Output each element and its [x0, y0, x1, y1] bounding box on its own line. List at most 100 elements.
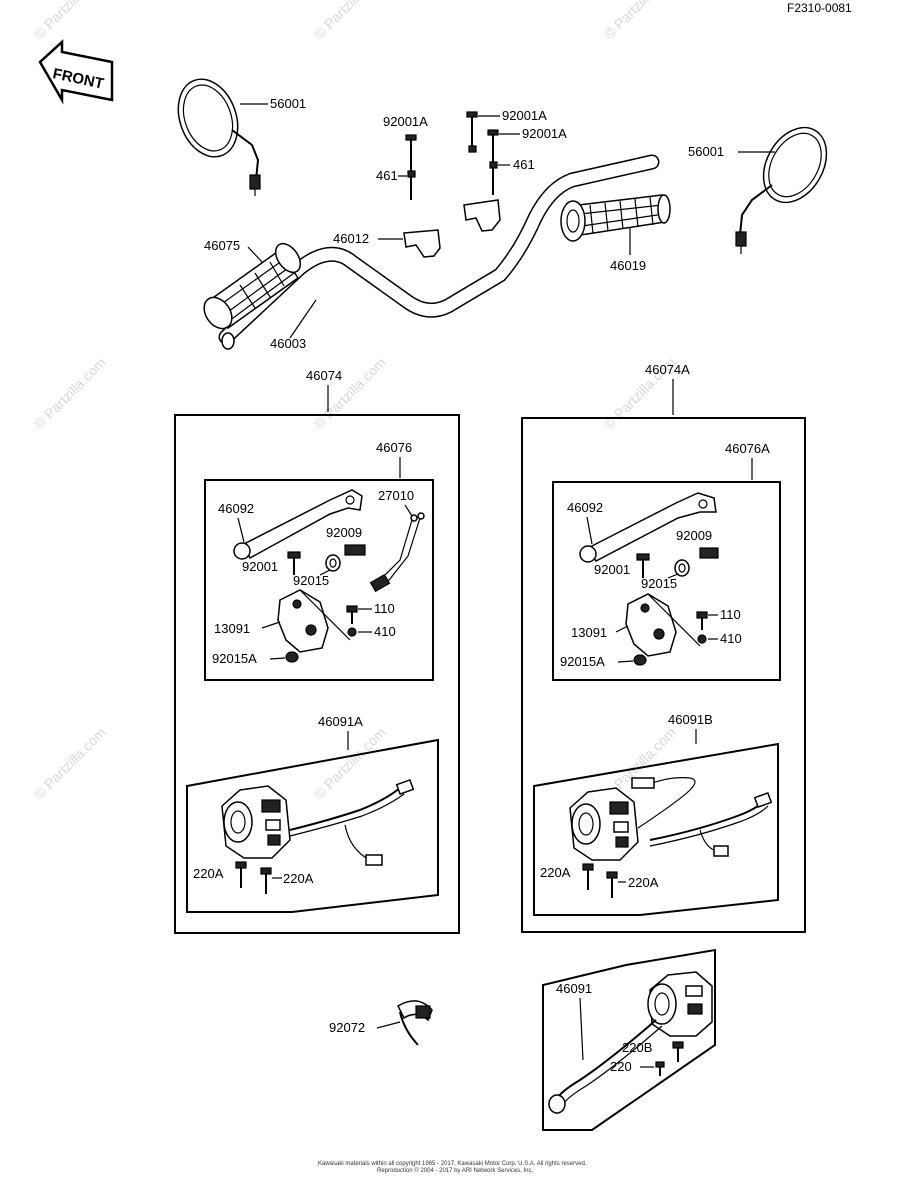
watermark-2: © Partzilla.com — [311, 354, 389, 432]
leader-92015A-left — [269, 657, 286, 660]
label-assy-left: 46074 — [306, 368, 342, 383]
bolt-right-a — [466, 111, 478, 153]
bolt-92001-right — [636, 553, 650, 578]
switch-right-box — [533, 742, 779, 916]
leader-switch-bottom — [579, 997, 584, 1061]
copyright-line-1: Kawasaki materials within all copyright … — [318, 1161, 587, 1167]
label-screw-220A-l1: 220A — [193, 866, 224, 881]
label-screw-110-right: 110 — [720, 607, 741, 622]
washer-92015A-right — [633, 654, 647, 666]
label-switch-right: 46091B — [668, 712, 713, 727]
screw-220A-l2 — [260, 867, 272, 894]
washer-92015-left — [325, 554, 341, 572]
nut-410-left — [347, 627, 357, 637]
label-lever-right: 46092 — [567, 500, 603, 515]
leader-handlebar — [289, 299, 317, 339]
label-switch-bottom: 46091 — [556, 981, 592, 996]
bracket-right — [625, 593, 701, 657]
label-screw-220: 220 — [610, 1059, 632, 1074]
screw-220 — [655, 1061, 665, 1076]
bracket-left — [277, 589, 351, 653]
switch-housing-left — [221, 778, 415, 866]
diagram-code: F2310-0081 — [787, 1, 852, 15]
label-lever-left: 46092 — [218, 501, 254, 516]
switch-bottom-box — [542, 948, 716, 1131]
label-mirror-left: 56001 — [270, 96, 306, 111]
label-switch-left: 46091A — [318, 714, 363, 729]
watermark-4: © Partzilla.com — [31, 724, 109, 802]
screw-110-right — [696, 611, 708, 630]
label-handlebar: 46003 — [270, 336, 306, 351]
leader-washer-92015-right — [667, 573, 679, 579]
front-arrow-icon: FRONT — [38, 39, 114, 105]
screw-110-left — [346, 605, 358, 624]
label-bolt-92001-left: 92001 — [242, 559, 278, 574]
watermark-7: © Partzilla.com — [31, 0, 109, 42]
screw-220A-r2 — [606, 871, 618, 898]
leader-bracket-right — [615, 625, 629, 633]
washer-92015A-left — [285, 651, 299, 663]
watermark-8: © Partzilla.com — [311, 0, 389, 42]
lever-assy-left-box — [204, 479, 434, 681]
label-washer-92015A-left: 92015A — [212, 651, 257, 666]
label-nut-410-right: 410 — [720, 631, 742, 646]
label-washer-92015A-right: 92015A — [560, 654, 605, 669]
holder-right — [463, 199, 501, 232]
assy-left-box — [174, 414, 460, 934]
grip-left — [203, 242, 302, 330]
holder-left — [403, 229, 441, 258]
label-lever-assy-left: 46076 — [376, 440, 412, 455]
watermark-1: © Partzilla.com — [31, 354, 109, 432]
leader-92015A-right — [617, 660, 634, 663]
switch-housing-right — [569, 777, 773, 861]
label-holder: 46012 — [333, 231, 369, 246]
label-grip-right: 46019 — [610, 258, 646, 273]
washer-92015-right-hole — [678, 563, 686, 573]
label-bolt-92009-right: 92009 — [676, 528, 712, 543]
bolt-right-b — [487, 129, 499, 195]
watermarks: © Partzilla.com © Partzilla.com © Partzi… — [31, 0, 679, 802]
leader-bracket-left — [261, 621, 281, 629]
label-washer-left: 461 — [376, 168, 398, 183]
label-washer-right: 461 — [513, 157, 535, 172]
switch-left-box — [186, 738, 439, 913]
label-screw-220A-r2: 220A — [628, 875, 659, 890]
label-bracket-left: 13091 — [214, 621, 250, 636]
leader-washer-92015-left — [319, 569, 331, 576]
switch-27010 — [369, 512, 425, 593]
label-washer-92015-right: 92015 — [641, 576, 677, 591]
washer-92015-left-hole — [329, 558, 337, 568]
label-grip-left: 46075 — [204, 238, 240, 253]
label-bolt-left: 92001A — [383, 114, 428, 129]
label-switch-27010: 27010 — [378, 488, 414, 503]
lever-right — [579, 492, 717, 563]
watermark-5: © Partzilla.com — [311, 724, 389, 802]
clamp-92072 — [397, 1000, 433, 1046]
leader-clamp — [376, 1021, 401, 1029]
bolt-92009-left — [344, 544, 366, 556]
label-bolt-right: 92001A — [522, 126, 567, 141]
screw-220A-r1 — [582, 863, 594, 890]
screw-220A-l1 — [235, 861, 247, 888]
washer-92015-right — [674, 559, 690, 577]
lever-left — [233, 489, 363, 560]
label-clamp: 92072 — [329, 1020, 365, 1035]
bolt-left — [405, 134, 417, 200]
bolt-92001-left — [287, 551, 301, 575]
mirror-left — [177, 78, 261, 196]
assy-right-box — [521, 417, 806, 933]
label-screw-110-left: 110 — [374, 601, 395, 616]
mirror-right — [735, 126, 828, 254]
grip-right — [560, 194, 671, 242]
lever-assy-right-box — [552, 481, 781, 681]
nut-410-right — [697, 634, 707, 644]
handlebar — [218, 154, 660, 350]
label-bolt-92009-left: 92009 — [326, 525, 362, 540]
label-bolt-right-top: 92001A — [502, 108, 547, 123]
label-washer-92015-left: 92015 — [293, 573, 329, 588]
label-screw-220A-l2: 220A — [283, 871, 314, 886]
label-assy-right: 46074A — [645, 362, 690, 377]
copyright-line-2: Reproduction © 2004 - 2017 by ARI Networ… — [377, 1167, 533, 1174]
bolt-92009-right — [699, 547, 719, 559]
